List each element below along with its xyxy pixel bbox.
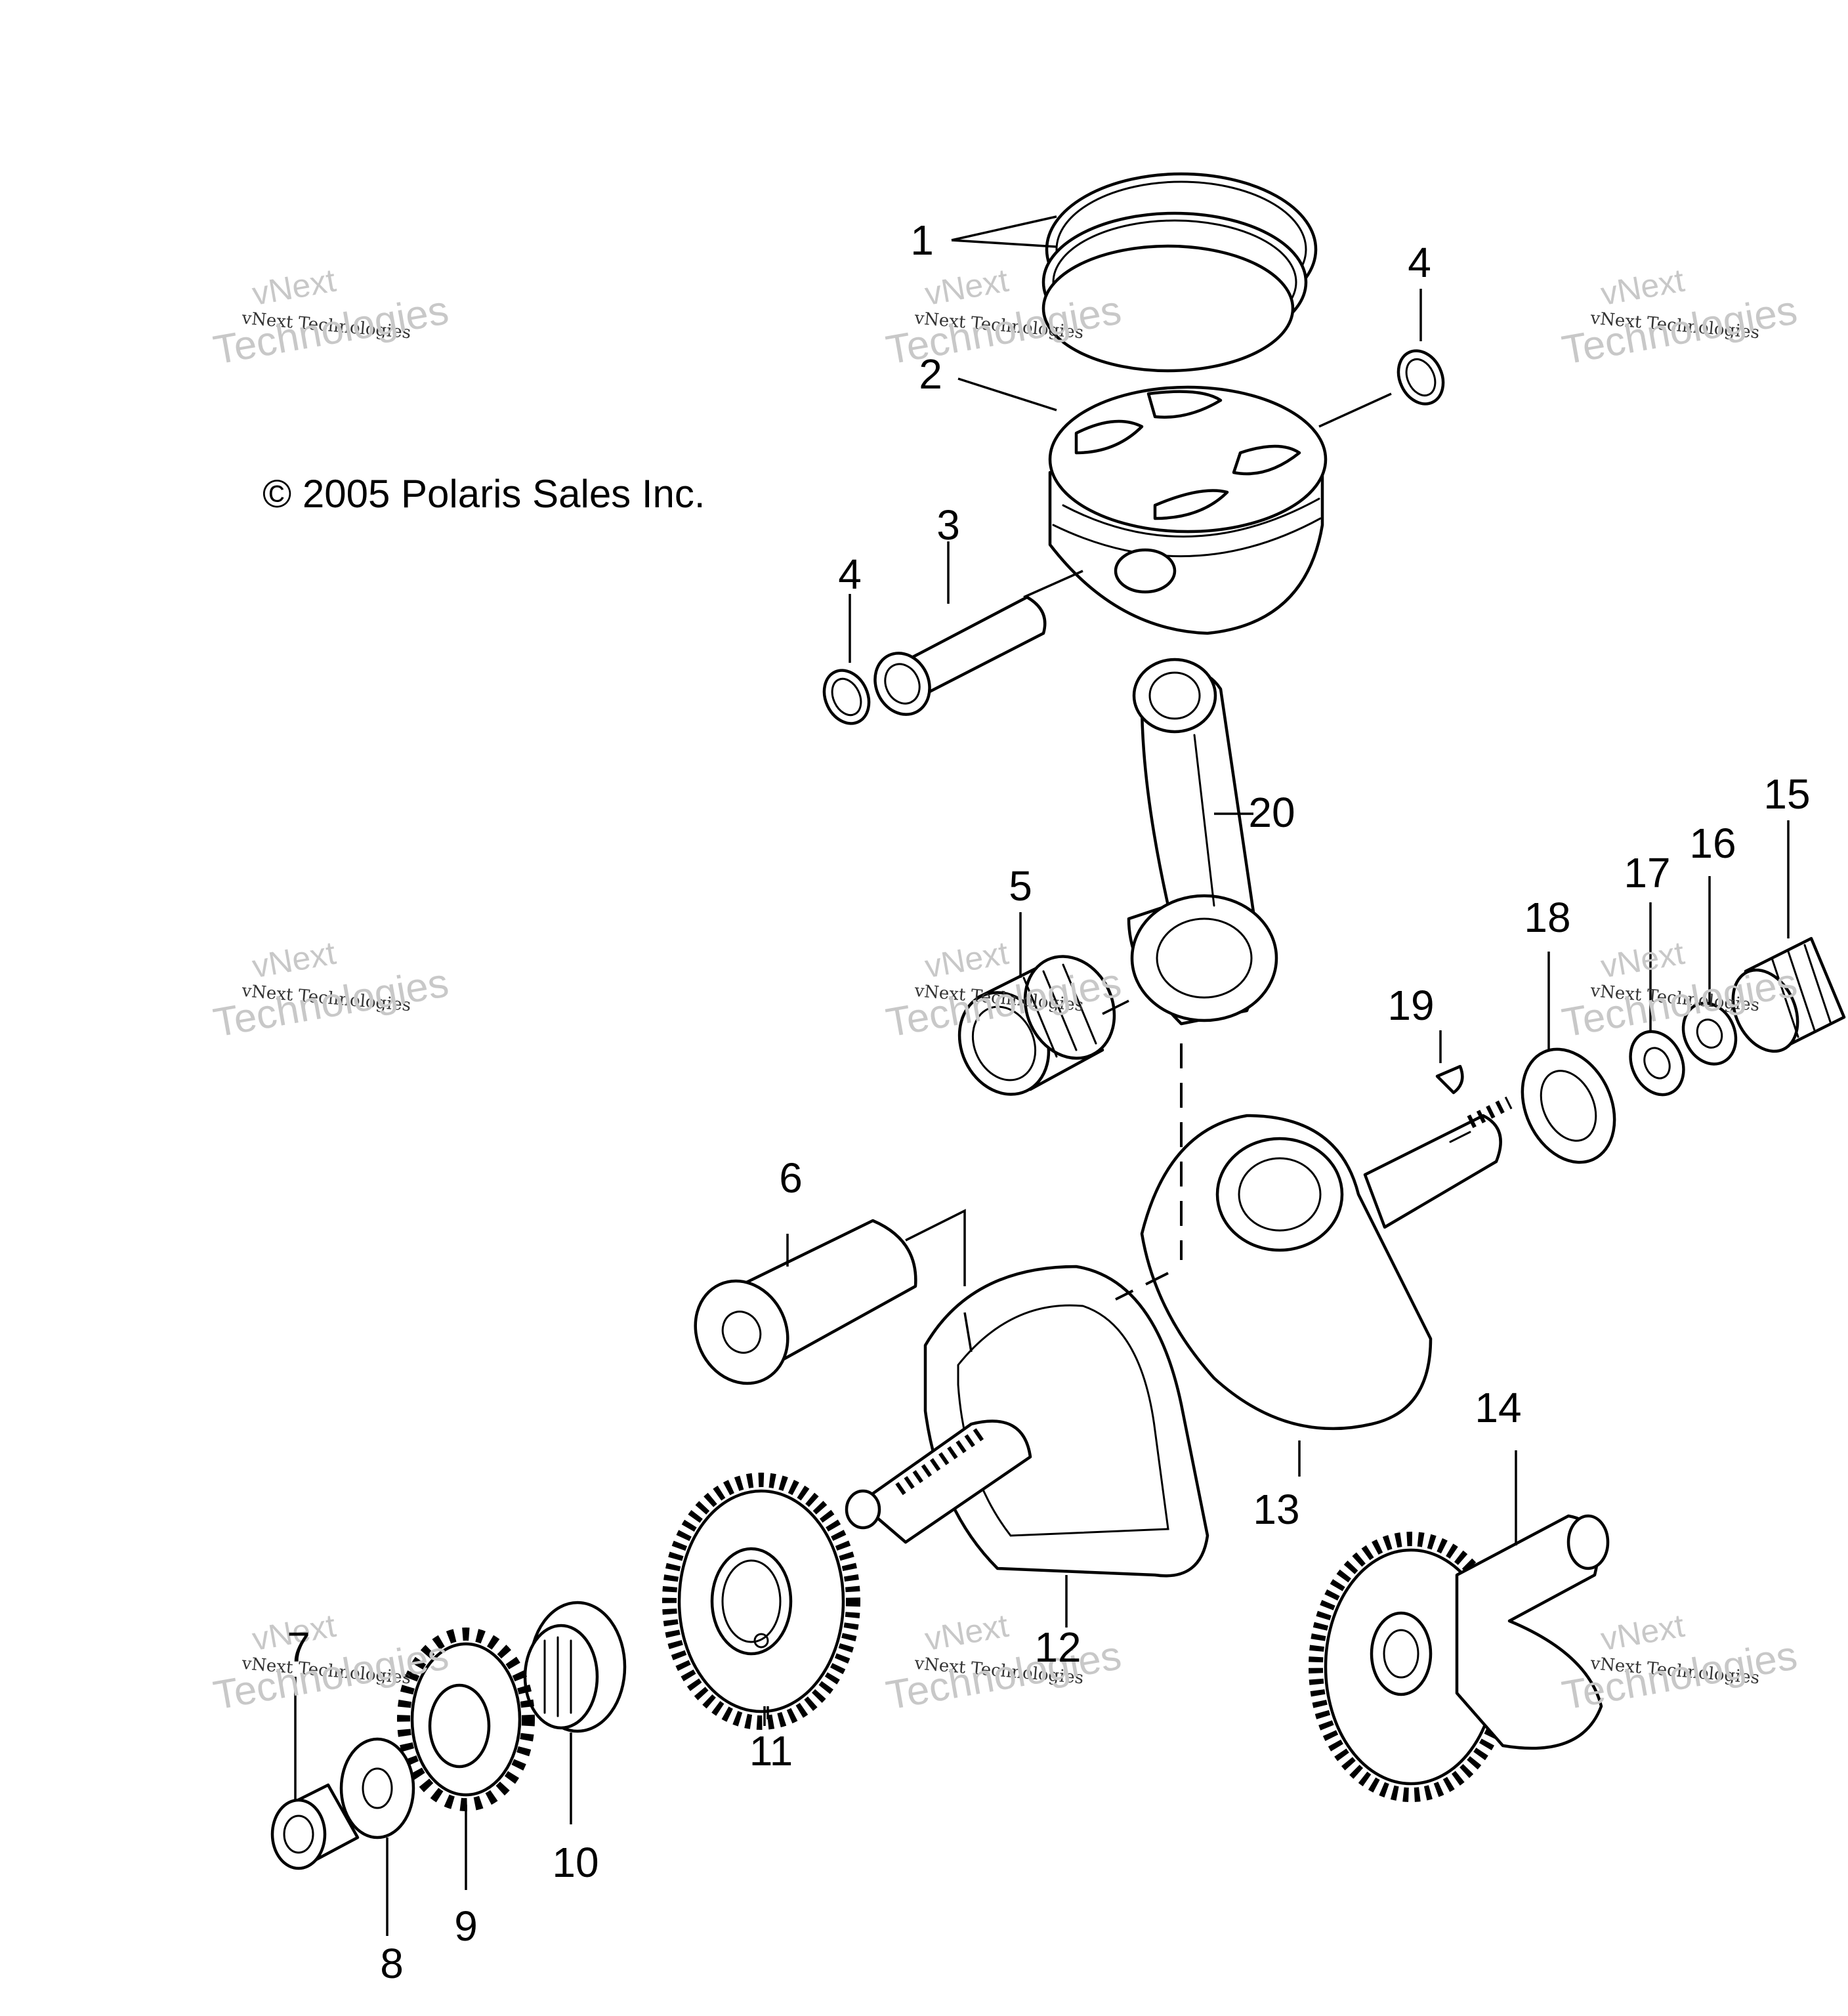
crankshaft-right-half (1140, 1097, 1513, 1431)
connecting-rod (1127, 658, 1278, 1026)
callout-14: 14 (1475, 1384, 1522, 1431)
callout-5: 5 (1009, 862, 1032, 910)
callout-10: 10 (552, 1839, 599, 1886)
copyright-notice: © 2005 Polaris Sales Inc. (262, 472, 705, 516)
watermark-bottom: Technologies (1559, 1633, 1801, 1719)
wrist-pin (873, 595, 1047, 716)
callout-17: 17 (1624, 849, 1671, 896)
callout-13: 13 (1253, 1486, 1300, 1533)
idler-washer (339, 1737, 415, 1839)
watermark-bottom: Technologies (883, 960, 1125, 1046)
leader-lines (294, 215, 1790, 1936)
thrust-washer (1521, 1047, 1616, 1164)
idler-bearing (523, 1601, 627, 1733)
callout-18: 18 (1524, 894, 1571, 941)
crankshaft-left-half (845, 1265, 1209, 1578)
piston (1048, 385, 1328, 635)
watermark: vNext vNext Technologies Technologies (1559, 1607, 1834, 1739)
watermark-bottom: Technologies (1559, 287, 1801, 373)
idler-nut (270, 1783, 360, 1870)
watermark: vNext vNext Technologies Technologies (1559, 262, 1834, 394)
crank-pin (694, 1219, 917, 1385)
callout-4-right: 4 (1408, 239, 1431, 286)
watermark-bottom: Technologies (210, 287, 452, 373)
crankshaft-gear (662, 1473, 860, 1730)
lock-washer (1629, 1030, 1685, 1097)
circlip-right (1396, 349, 1445, 406)
watermark: vNext vNext Technologies Technologies (210, 934, 486, 1066)
watermark: vNext vNext Technologies Technologies (210, 262, 486, 394)
watermark: vNext vNext Technologies Technologies (883, 934, 1158, 1066)
callout-12: 12 (1034, 1624, 1082, 1671)
watermark: vNext vNext Technologies Technologies (1559, 934, 1834, 1066)
callout-1: 1 (910, 217, 934, 264)
watermark-bottom: Technologies (1559, 960, 1801, 1046)
watermark-bottom: Technologies (210, 1633, 452, 1719)
watermark-bottom: Technologies (210, 960, 452, 1046)
callout-15: 15 (1763, 770, 1811, 818)
circlip-left (822, 669, 871, 725)
callout-6: 6 (779, 1154, 803, 1202)
callout-19: 19 (1387, 982, 1435, 1029)
piston-rings (1041, 172, 1318, 373)
callout-3: 3 (936, 501, 960, 549)
callout-2: 2 (919, 350, 942, 398)
idler-gear (397, 1628, 535, 1811)
main-bearing (1731, 936, 1846, 1053)
crank-nut-right (1681, 1001, 1738, 1066)
woodruff-key (1435, 1064, 1464, 1095)
callout-16: 16 (1689, 820, 1736, 867)
callout-8: 8 (380, 1940, 404, 1987)
callout-4-left: 4 (838, 551, 862, 598)
callout-20: 20 (1248, 789, 1295, 836)
callout-9: 9 (454, 1902, 478, 1950)
balance-shaft (1309, 1514, 1610, 1802)
watermark: vNext vNext Technologies Technologies (210, 1607, 486, 1739)
needle-bearing (957, 955, 1116, 1096)
watermark-bottom: Technologies (883, 1633, 1125, 1719)
callout-11: 11 (749, 1727, 793, 1774)
watermark: vNext vNext Technologies Technologies (883, 1607, 1158, 1739)
callout-7: 7 (287, 1624, 310, 1671)
